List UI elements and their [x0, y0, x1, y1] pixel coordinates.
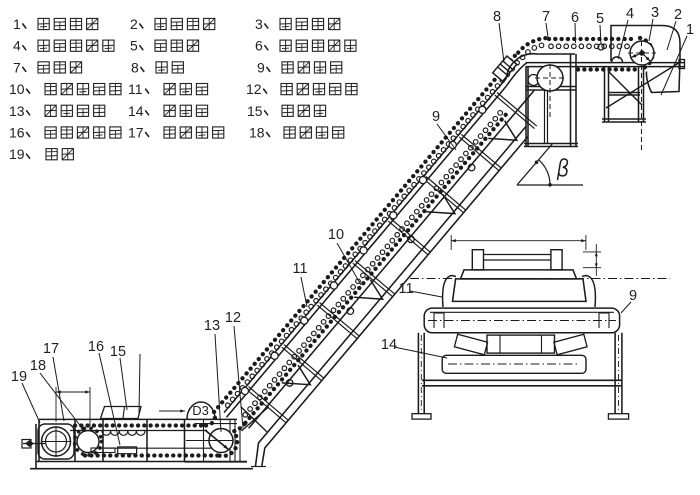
svg-text:12: 12: [225, 310, 241, 326]
svg-text:13: 13: [9, 103, 25, 119]
svg-text:6: 6: [255, 38, 263, 54]
svg-text:18: 18: [249, 125, 265, 141]
svg-text:11: 11: [292, 261, 307, 277]
svg-text:4: 4: [626, 6, 634, 22]
svg-text:7: 7: [13, 59, 21, 75]
svg-text:5: 5: [596, 11, 604, 27]
svg-text:7: 7: [542, 9, 550, 25]
svg-text:19: 19: [9, 146, 25, 162]
svg-text:18: 18: [30, 358, 46, 374]
svg-text:10: 10: [328, 227, 344, 243]
svg-text:8: 8: [131, 59, 139, 75]
svg-text:8: 8: [493, 9, 501, 25]
svg-text:2: 2: [130, 16, 138, 32]
svg-text:4: 4: [13, 38, 21, 54]
svg-text:2: 2: [674, 7, 682, 23]
svg-text:14: 14: [381, 337, 397, 353]
svg-text:11: 11: [398, 281, 413, 297]
svg-text:16: 16: [9, 125, 25, 141]
svg-text:16: 16: [88, 339, 104, 355]
svg-text:17: 17: [128, 125, 144, 141]
svg-text:15: 15: [247, 103, 263, 119]
svg-text:14: 14: [128, 103, 144, 119]
svg-text:11: 11: [128, 81, 143, 97]
svg-text:3: 3: [255, 16, 263, 32]
svg-text:15: 15: [110, 344, 126, 360]
svg-text:1: 1: [13, 16, 21, 32]
svg-text:1: 1: [686, 22, 694, 38]
svg-text:19: 19: [11, 369, 27, 385]
svg-text:9: 9: [257, 59, 265, 75]
svg-text:9: 9: [432, 109, 440, 125]
svg-text:17: 17: [43, 341, 59, 357]
svg-text:12: 12: [246, 81, 262, 97]
svg-text:13: 13: [204, 318, 220, 334]
svg-text:3: 3: [651, 5, 659, 21]
svg-text:D3: D3: [192, 403, 209, 418]
svg-text:9: 9: [629, 288, 637, 304]
svg-text:10: 10: [9, 81, 25, 97]
svg-text:5: 5: [130, 38, 138, 54]
